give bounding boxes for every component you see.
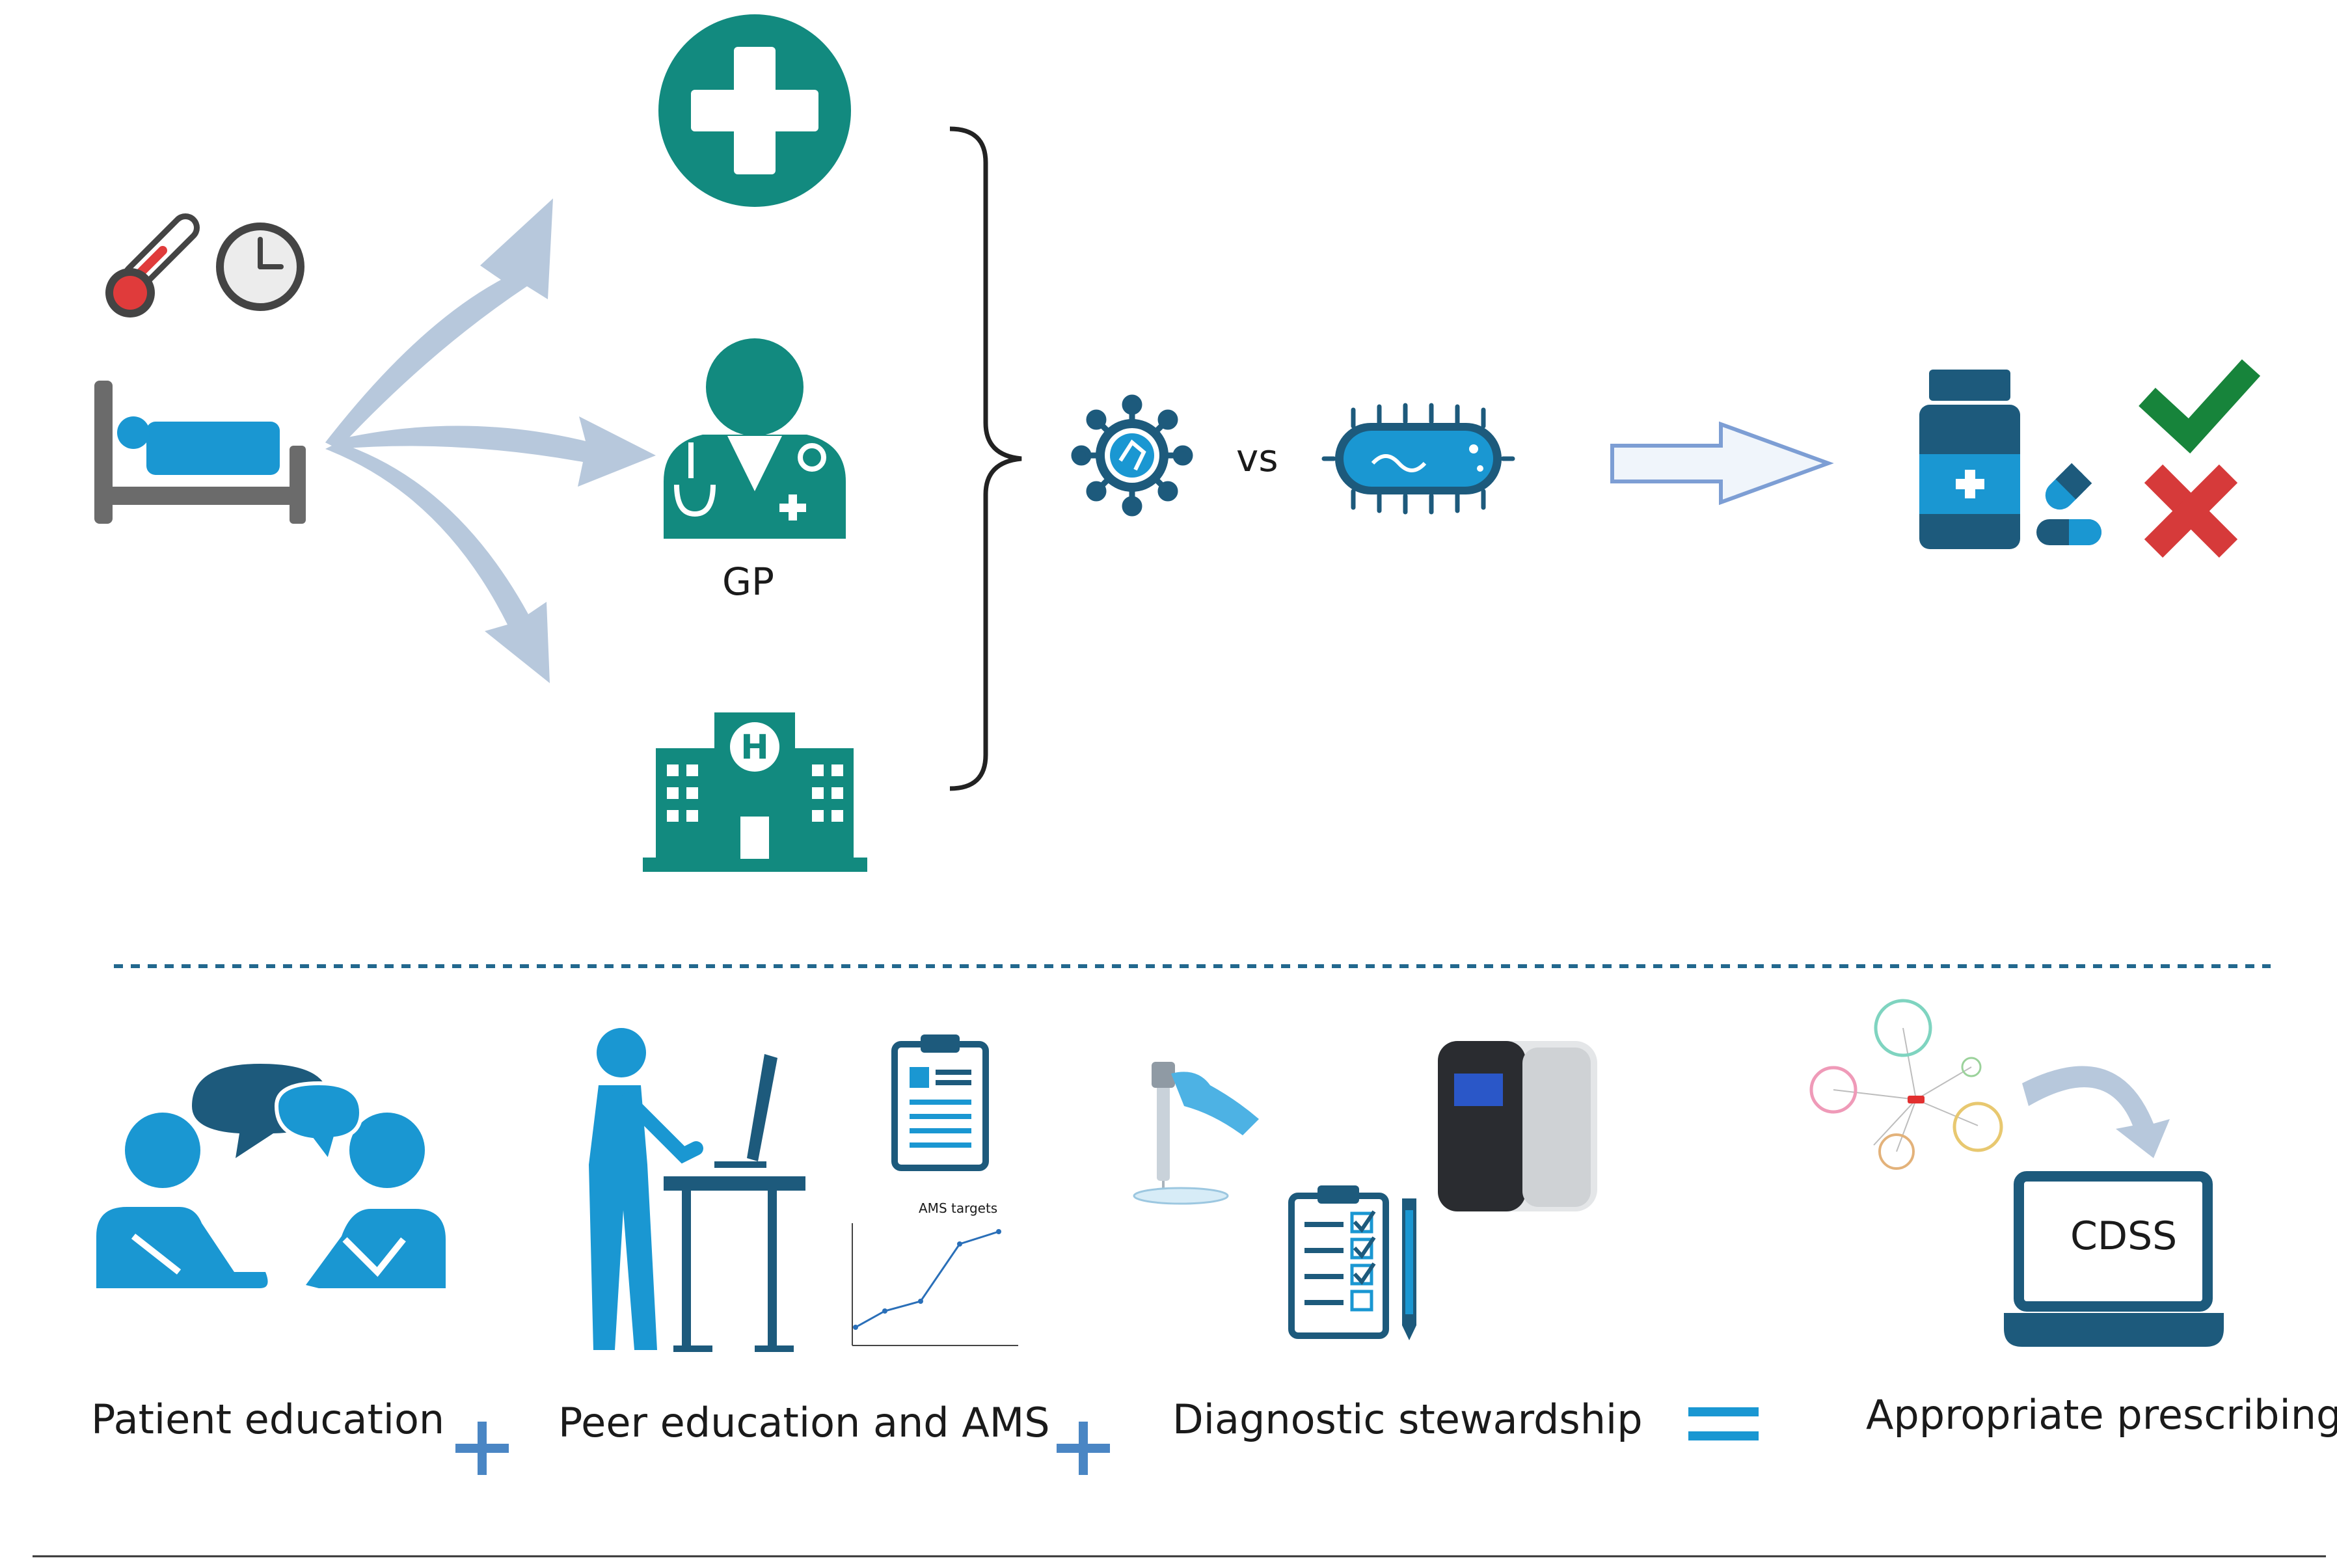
virus-icon [1071, 394, 1193, 517]
pill-icon [2036, 463, 2101, 545]
pipette-icon [1133, 1062, 1259, 1205]
arrow-right [325, 416, 656, 487]
ams-chart [852, 1223, 1018, 1346]
thermometer-icon [105, 213, 200, 318]
medicine-bottle-icon [1919, 370, 2020, 549]
checklist-icon [1288, 1185, 1416, 1340]
appropriate-prescribing-label: Appropriate prescribing [1866, 1391, 2337, 1439]
first-aid-icon [658, 14, 851, 207]
patient-education-label: Patient education [91, 1396, 445, 1443]
check-icon [2139, 359, 2261, 453]
peer-education-label: Peer education and AMS [558, 1399, 1050, 1446]
curved-arrow [2022, 1066, 2170, 1158]
plus-icon [455, 1422, 509, 1475]
clipboard-icon [891, 1034, 989, 1171]
arrow-up [325, 198, 553, 449]
cdss-label: CDSS [2070, 1213, 2178, 1259]
doctor-icon [664, 338, 846, 539]
diagnostic-stewardship-label: Diagnostic stewardship [1172, 1396, 1643, 1443]
bed-icon [94, 381, 306, 524]
equals-icon [1688, 1407, 1759, 1440]
arrow-down [325, 442, 550, 683]
gp-label: GP [722, 560, 774, 604]
hospital-icon: H [643, 712, 867, 872]
plus-icon [1057, 1422, 1110, 1475]
ams-chart-line [855, 1230, 999, 1329]
network-icon [1809, 999, 2003, 1170]
cross-icon [2144, 464, 2238, 558]
curly-brace [949, 126, 1022, 791]
bacteria-icon [1321, 403, 1515, 515]
referral-arrows [325, 198, 656, 683]
clock-icon [216, 223, 304, 311]
laptop-icon [2004, 1171, 2224, 1347]
svg-text:H: H [740, 728, 769, 767]
vs-label: vs [1236, 436, 1278, 480]
workstation-icon [589, 1028, 805, 1352]
ams-chart-title: AMS targets [919, 1200, 998, 1216]
conversation-icon [96, 1064, 446, 1288]
sequencer-icon [1438, 1041, 1597, 1211]
hollow-arrow [1610, 421, 1834, 506]
